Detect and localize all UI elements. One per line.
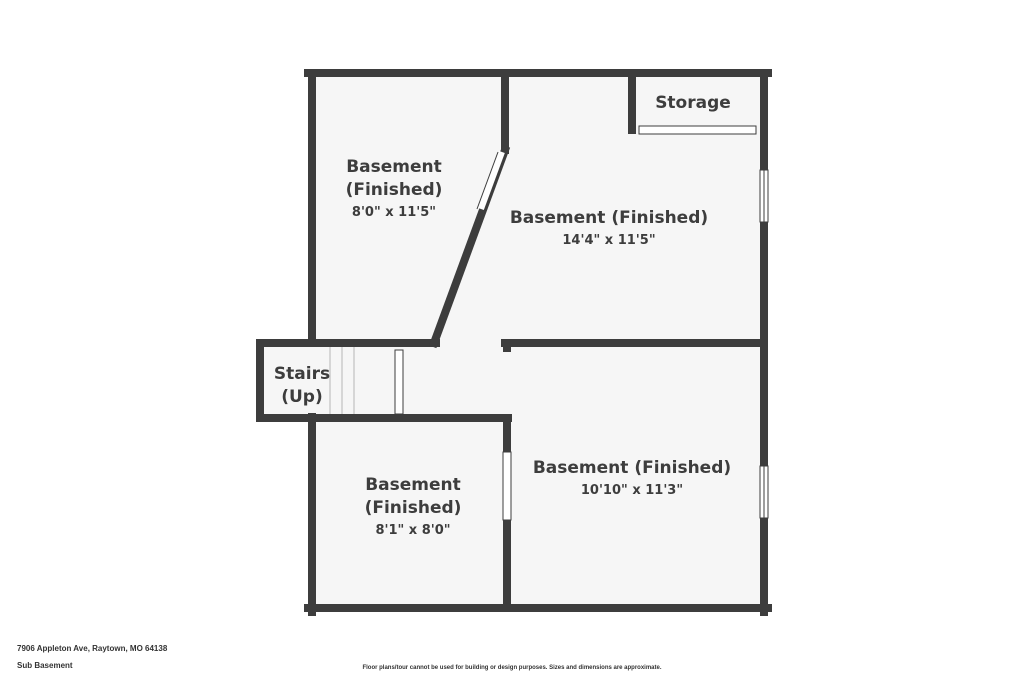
room-dimensions: 10'10" x 11'3" [581, 483, 683, 498]
room-name-line1: Basement [346, 157, 442, 177]
room-name-line2: (Finished) [365, 498, 462, 518]
room-basement-se: Basement (Finished) 10'10" x 11'3" [533, 458, 731, 498]
room-basement-ne: Basement (Finished) 14'4" x 11'5" [510, 208, 708, 248]
stair-treads [329, 346, 355, 414]
room-name-line2: (Up) [281, 387, 323, 407]
room-name-line1: Basement [365, 475, 461, 495]
room-dimensions: 8'0" x 11'5" [352, 205, 436, 220]
address-text: 7906 Appleton Ave, Raytown, MO 64138 [17, 644, 168, 653]
room-stairs: Stairs (Up) [274, 364, 330, 407]
room-name: Basement (Finished) [533, 458, 731, 478]
openings [394, 125, 769, 521]
room-dimensions: 8'1" x 8'0" [375, 523, 450, 538]
disclaimer-text: Floor plans/tour cannot be used for buil… [362, 665, 662, 671]
room-dimensions: 14'4" x 11'5" [562, 233, 655, 248]
room-storage: Storage [655, 93, 731, 113]
room-name: Basement (Finished) [510, 208, 708, 228]
room-basement-nw: Basement (Finished) 8'0" x 11'5" [346, 157, 443, 220]
room-name-line2: (Finished) [346, 180, 443, 200]
level-text: Sub Basement [17, 661, 73, 670]
room-name-line1: Stairs [274, 364, 330, 384]
room-name: Storage [655, 93, 731, 113]
walls [256, 69, 772, 616]
room-basement-sw: Basement (Finished) 8'1" x 8'0" [365, 475, 462, 538]
